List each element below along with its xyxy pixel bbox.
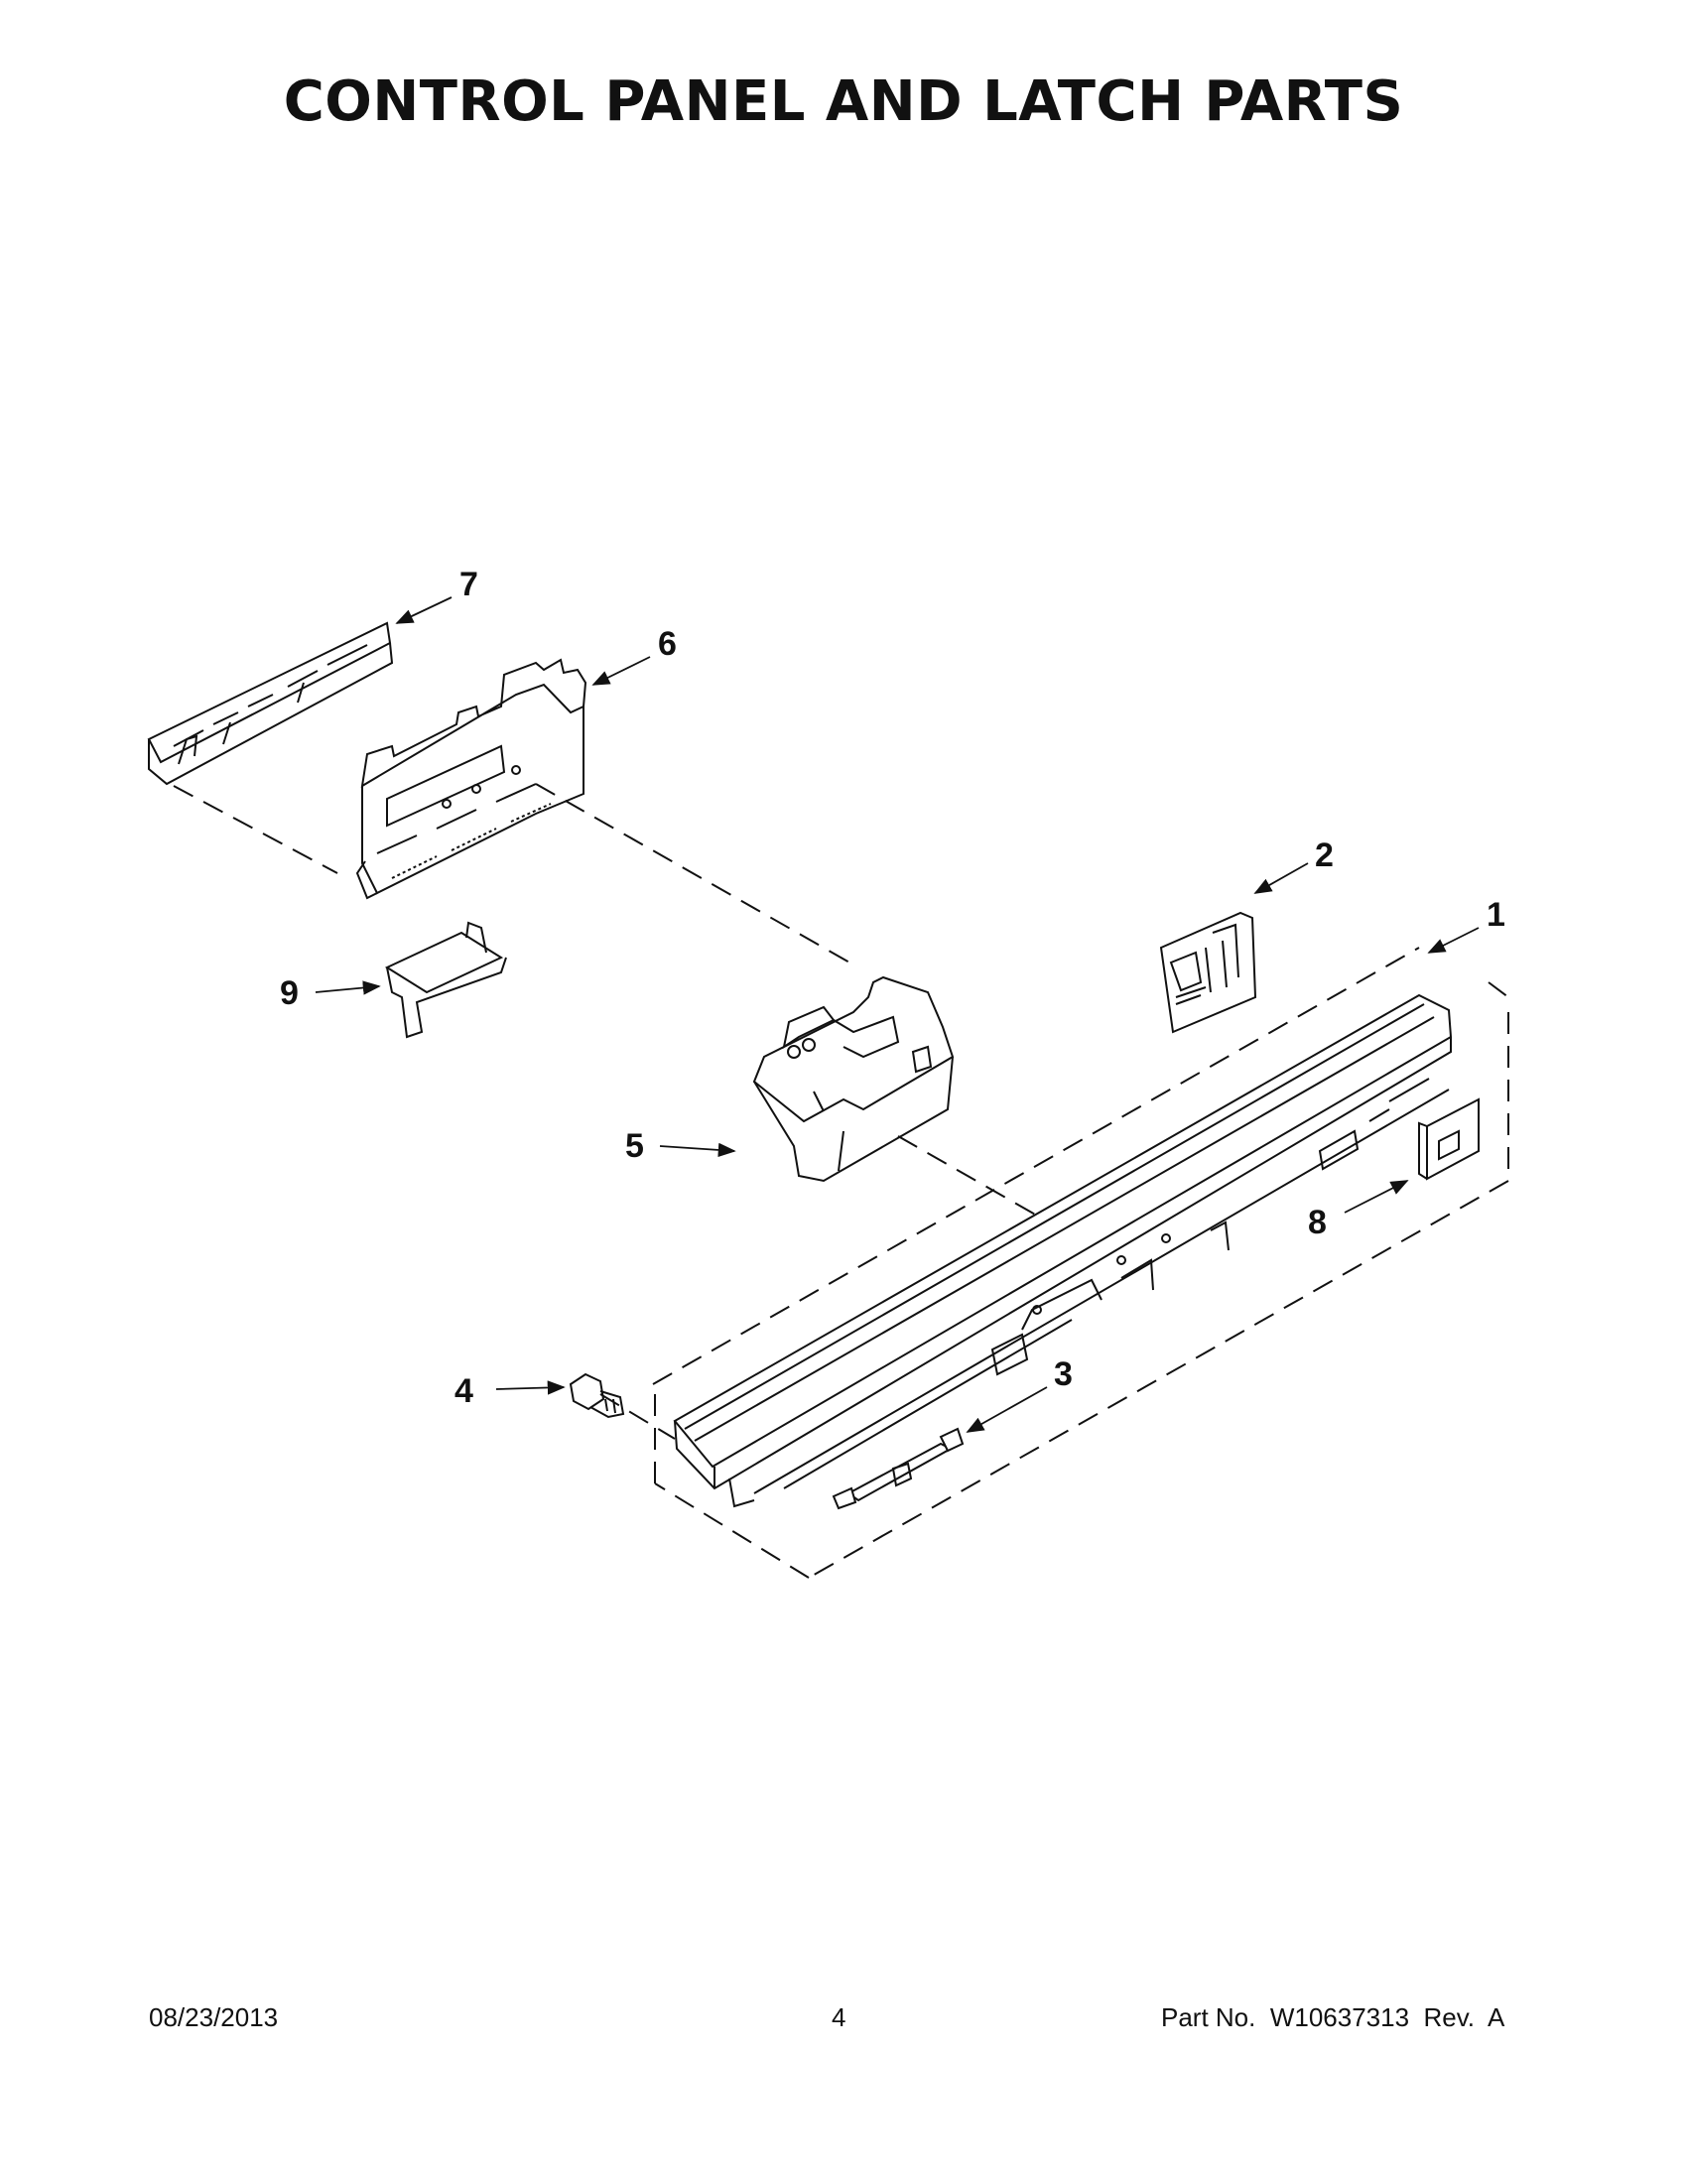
callout-7: 7 (459, 566, 478, 603)
part-4-screw (569, 1372, 625, 1419)
callout-6: 6 (658, 625, 677, 663)
part-7-bracket (147, 621, 394, 786)
callout-5: 5 (625, 1127, 644, 1165)
callout-1: 1 (1487, 896, 1505, 934)
assembly-outline (652, 947, 1509, 1579)
callout-9: 9 (280, 974, 299, 1012)
footer-part-number: Part No. W10637313 Rev. A (1161, 2002, 1505, 2032)
callout-8: 8 (1308, 1204, 1327, 1241)
callout-arrows (315, 596, 1480, 1433)
part-3-wire-harness (832, 1427, 965, 1510)
part-2-clip (1159, 911, 1257, 1034)
callout-4: 4 (454, 1372, 473, 1410)
part-5-latch (752, 975, 955, 1183)
part-6-housing (355, 658, 587, 900)
callout-2: 2 (1315, 836, 1334, 874)
part-9-bracket (384, 921, 507, 1039)
dashed-leader-lines (173, 783, 1038, 1440)
part-8-board (1418, 1097, 1480, 1181)
footer-date: 08/23/2013 (149, 2002, 279, 2032)
page-title: CONTROL PANEL AND LATCH PARTS (283, 69, 1404, 134)
part-1-control-panel (673, 993, 1453, 1508)
footer-page-number: 4 (832, 2002, 846, 2032)
callout-3: 3 (1054, 1355, 1073, 1393)
